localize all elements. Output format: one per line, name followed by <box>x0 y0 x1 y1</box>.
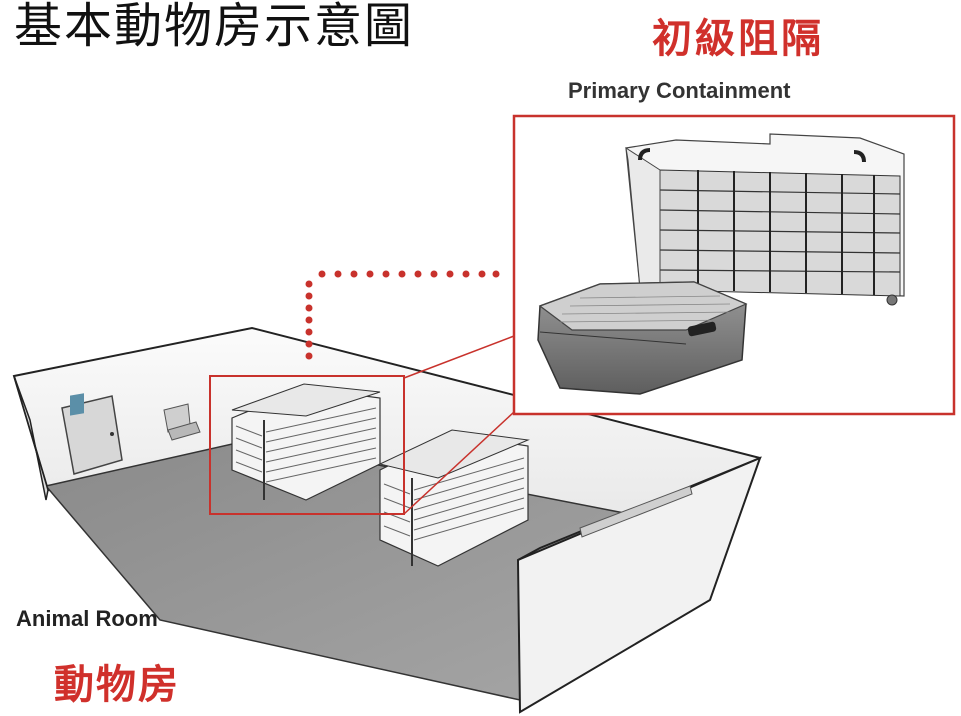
page-title: 基本動物房示意圖 <box>14 0 415 54</box>
primary-containment-label-zh: 初級阻隔 <box>652 16 824 62</box>
animal-room-label-en: Animal Room <box>16 606 158 631</box>
door-icon <box>61 393 123 475</box>
callout-line <box>403 335 515 379</box>
cage-rack-icon <box>625 133 905 306</box>
callout-line <box>403 411 515 515</box>
cage-box-icon <box>537 281 748 395</box>
rack-highlight-box <box>209 375 405 515</box>
cage-rack-icon <box>378 429 530 567</box>
dotted-connector <box>305 270 500 360</box>
primary-containment-label-en: Primary Containment <box>568 78 791 103</box>
sink-icon <box>163 403 201 441</box>
animal-room-label-zh: 動物房 <box>54 662 180 708</box>
cage-rack-icon <box>231 383 381 501</box>
